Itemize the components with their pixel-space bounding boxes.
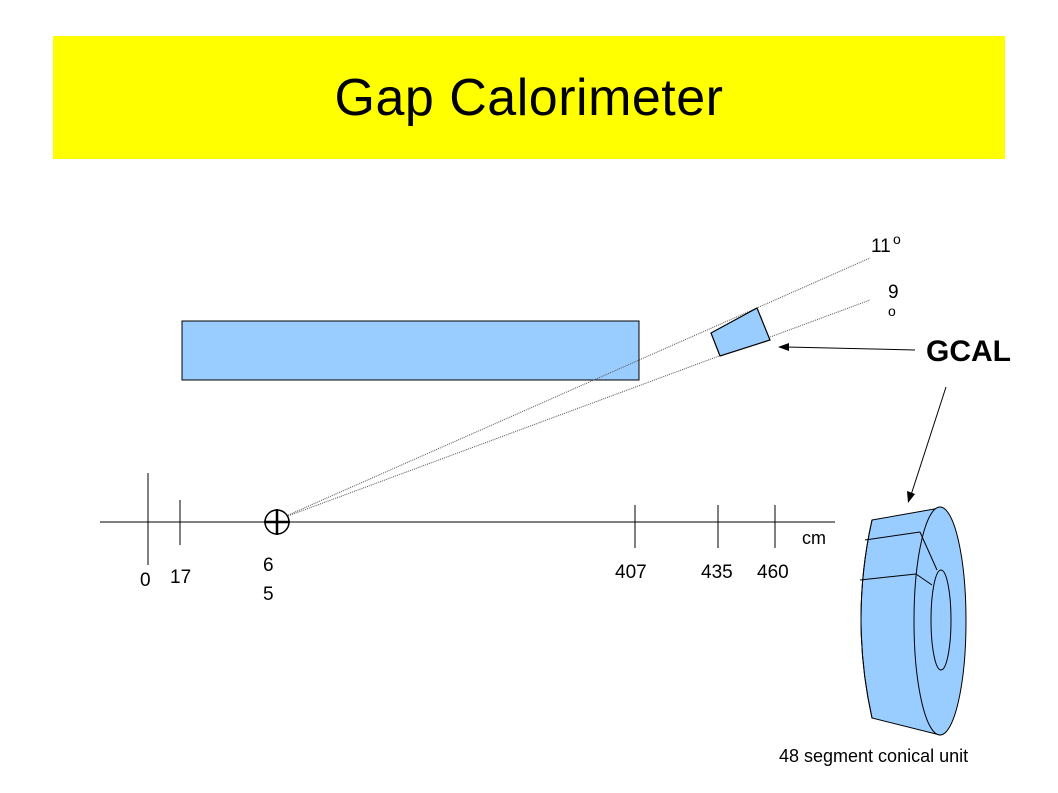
inner-detector-block [181, 320, 640, 381]
gcal-label: GCAL [926, 335, 1011, 368]
tick-label-407: 407 [615, 562, 647, 583]
gcal-arrow-head [778, 343, 789, 351]
conical-arrow-head [907, 491, 915, 503]
tick-label-65-bottom: 5 [263, 584, 274, 605]
angle-9-degree: o [888, 303, 896, 319]
tick-label-17: 17 [170, 567, 191, 588]
angle-11-degree: o [893, 231, 901, 247]
line-9-degree [276, 299, 871, 521]
conical-unit [859, 506, 967, 736]
interaction-point [264, 509, 290, 535]
angle-11-label: 11 [871, 236, 891, 257]
page-title: Gap Calorimeter [334, 68, 724, 127]
angle-9-label: 9 [888, 282, 899, 303]
tick-label-0: 0 [140, 570, 151, 591]
unit-label: cm [802, 528, 826, 548]
tick-label-460: 460 [757, 562, 789, 583]
gcal-arrow [785, 346, 916, 351]
title-banner: Gap Calorimeter [53, 36, 1005, 159]
gcal-element [710, 307, 771, 357]
line-11-degree [276, 257, 871, 521]
conical-arrow [910, 386, 947, 496]
conical-unit-caption: 48 segment conical unit [779, 746, 968, 766]
tick-label-65-top: 6 [263, 555, 274, 576]
tick-label-435: 435 [701, 562, 733, 583]
